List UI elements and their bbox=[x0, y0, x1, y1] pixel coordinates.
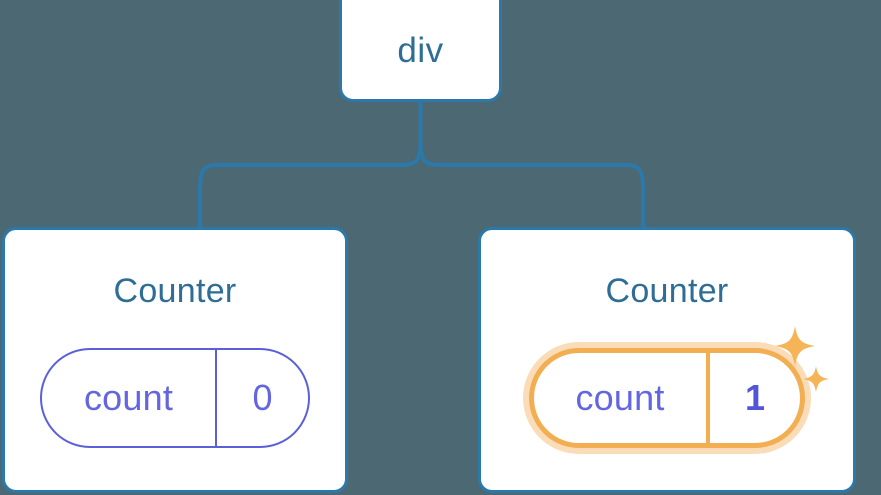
state-pill-count-0[interactable]: count 0 bbox=[40, 348, 310, 448]
state-value-cell: 1 bbox=[710, 353, 800, 443]
state-key-cell: count bbox=[42, 350, 217, 446]
state-value-label: 1 bbox=[744, 377, 766, 418]
root-node-label: div bbox=[397, 30, 444, 70]
counter-right-state-wrap: count 1 bbox=[481, 348, 853, 448]
state-key-label: count bbox=[575, 377, 665, 418]
counter-left-state-wrap: count 0 bbox=[5, 348, 345, 448]
connector-branch-left bbox=[198, 139, 423, 228]
state-key-cell: count bbox=[534, 353, 710, 443]
counter-left-title: Counter bbox=[113, 272, 237, 310]
node-root-div[interactable]: div bbox=[339, 0, 502, 102]
state-pill-count-1[interactable]: count 1 bbox=[529, 348, 805, 448]
state-value-cell: 0 bbox=[217, 350, 308, 446]
counter-right-title: Counter bbox=[605, 272, 729, 310]
node-counter-left[interactable]: Counter count 0 bbox=[2, 227, 348, 493]
connector-branch-right bbox=[418, 139, 645, 228]
node-counter-right[interactable]: Counter count 1 bbox=[478, 227, 856, 493]
state-key-label: count bbox=[83, 377, 174, 418]
state-value-label: 0 bbox=[252, 377, 273, 418]
